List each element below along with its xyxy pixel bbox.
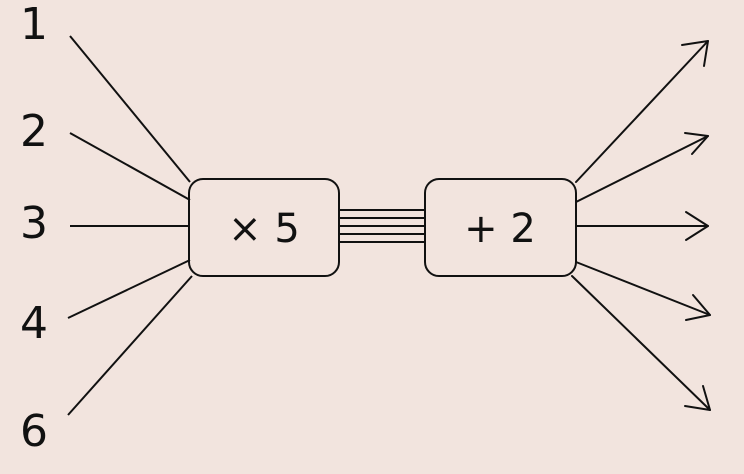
output-arrow-5: [571, 275, 711, 411]
input-lines: [67, 35, 193, 416]
multiply-box: [188, 178, 340, 277]
add-label: + 2: [464, 206, 536, 252]
input-label-5: 6: [20, 406, 48, 457]
connector-lines: [339, 209, 425, 243]
input-label-3: 3: [20, 198, 48, 249]
input-label-4: 4: [20, 298, 48, 349]
input-label-2: 2: [20, 106, 48, 157]
input-line-4: [67, 259, 191, 319]
input-line-5: [67, 275, 193, 416]
output-arrows: [571, 40, 711, 411]
input-line-1: [69, 35, 191, 183]
output-arrow-1: [575, 40, 709, 183]
multiply-label: × 5: [228, 206, 300, 252]
output-arrow-2: [575, 132, 709, 203]
input-label-1: 1: [20, 0, 48, 50]
output-arrow-3: [575, 211, 709, 241]
input-line-2: [69, 132, 191, 201]
output-arrow-4: [575, 261, 711, 321]
add-box: [424, 178, 577, 277]
